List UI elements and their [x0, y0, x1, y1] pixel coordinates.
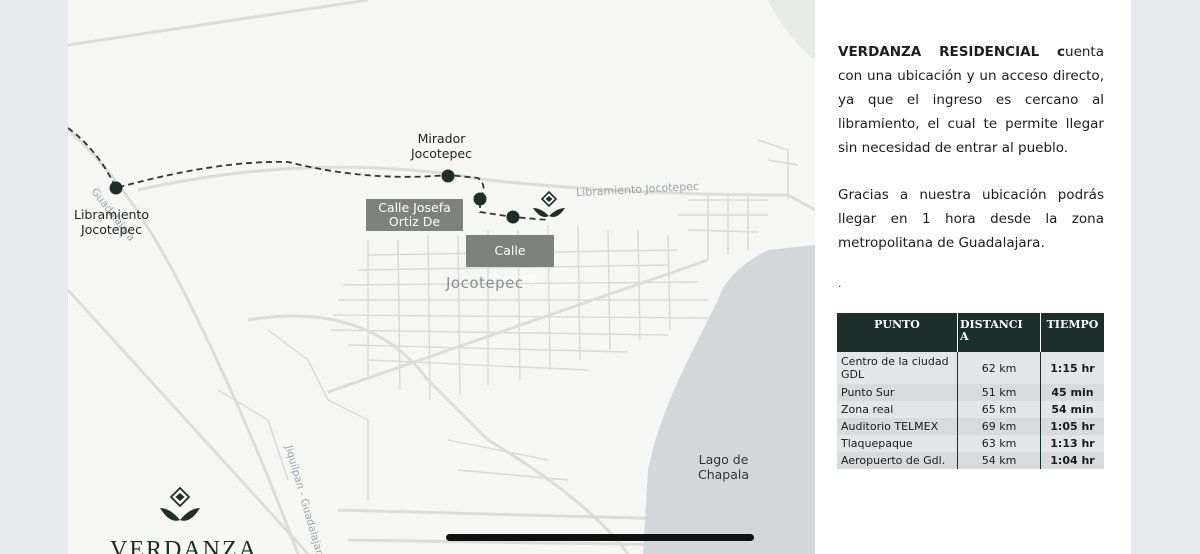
table-row: Centro de la ciudad GDL 62 km 1:15 hr [837, 352, 1104, 384]
cell-punto: Auditorio TELMEX [837, 418, 958, 435]
label-town-jocotepec: Jocotepec [446, 274, 524, 292]
green-area [768, 0, 815, 60]
info-panel: VERDANZA RESIDENCIAL cuenta con una ubic… [815, 0, 1131, 554]
stop-calle-josefa [473, 192, 487, 206]
stop-calle-libertad [506, 210, 520, 224]
cell-punto: Zona real [837, 401, 958, 418]
label-calle-josefa: Calle Josefa Ortiz De [366, 199, 463, 231]
stray-dot: . [838, 276, 842, 290]
cell-tiempo: 45 min [1040, 384, 1104, 401]
header-distancia: DISTANCI A [957, 313, 1041, 352]
right-gutter [1131, 0, 1200, 554]
cell-punto: Tlaquepaque [837, 435, 958, 452]
cell-distancia: 51 km [957, 384, 1041, 401]
table-row: Punto Sur 51 km 45 min [837, 384, 1104, 401]
intro-text: uenta con una ubicación y un acceso dire… [838, 44, 1104, 156]
stop-libramiento [109, 181, 123, 195]
cell-distancia: 54 km [957, 452, 1041, 469]
table-row: Auditorio TELMEX 69 km 1:05 hr [837, 418, 1104, 435]
cell-distancia: 65 km [957, 401, 1041, 418]
label-lago-chapala: Lago de Chapala [698, 452, 750, 482]
header-tiempo: TIEMPO [1040, 313, 1104, 352]
intro-paragraph: VERDANZA RESIDENCIAL cuenta con una ubic… [838, 40, 1104, 160]
cell-punto: Aeropuerto de Gdl. [837, 452, 958, 469]
map-background [68, 0, 815, 554]
table-row: Tlaquepaque 63 km 1:13 hr [837, 435, 1104, 452]
cell-tiempo: 1:13 hr [1040, 435, 1104, 452]
cell-punto: Punto Sur [837, 384, 958, 401]
stop-mirador [441, 169, 455, 183]
cell-tiempo: 1:05 hr [1040, 418, 1104, 435]
lake-shape [643, 245, 815, 554]
table-row: Aeropuerto de Gdl. 54 km 1:04 hr [837, 452, 1104, 469]
label-libramiento-jocotepec: Libramiento Jocotepec [74, 207, 149, 237]
cell-tiempo: 54 min [1040, 401, 1104, 418]
brand-wordmark: VERDANZA [110, 537, 258, 554]
label-calle-libertad: Calle Libertad [466, 235, 554, 286]
label-mirador-jocotepec: Mirador Jocotepec [411, 131, 472, 161]
route-stops [109, 169, 520, 224]
cell-punto: Centro de la ciudad GDL [837, 352, 958, 384]
cell-tiempo: 1:15 hr [1040, 352, 1104, 384]
cell-distancia: 62 km [957, 352, 1041, 384]
cell-distancia: 69 km [957, 418, 1041, 435]
verdanza-marker-icon[interactable] [533, 190, 565, 217]
cell-tiempo: 1:04 hr [1040, 452, 1104, 469]
verdanza-logo-icon [160, 486, 200, 521]
header-punto: PUNTO [837, 313, 958, 352]
cell-distancia: 63 km [957, 435, 1041, 452]
table-row: Zona real 65 km 54 min [837, 401, 1104, 418]
distance-table: PUNTO DISTANCI A TIEMPO Centro de la ciu… [837, 313, 1104, 469]
location-map[interactable]: Libramiento Jocotepec Guadalajara Jiquil… [68, 0, 815, 554]
left-gutter [0, 0, 68, 554]
second-paragraph: Gracias a nuestra ubicación podrás llega… [838, 187, 1104, 251]
home-indicator[interactable] [446, 534, 754, 541]
intro-bold: VERDANZA RESIDENCIAL c [838, 44, 1066, 60]
table-header-row: PUNTO DISTANCI A TIEMPO [837, 313, 1104, 352]
